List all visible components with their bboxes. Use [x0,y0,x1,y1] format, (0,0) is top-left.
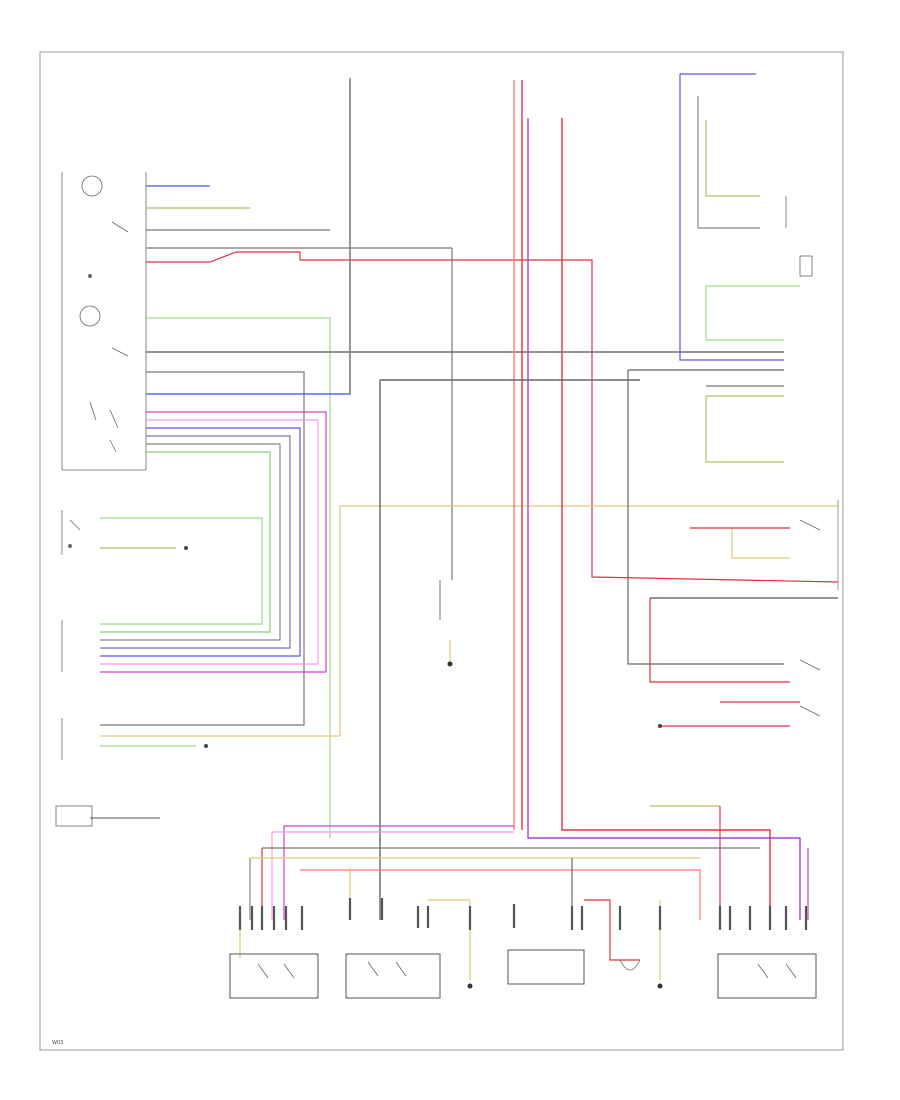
temp-sensor-icon [81,175,103,197]
right-side-wires [627,73,838,920]
control-unit-box [507,949,585,985]
bottom-connectors [238,898,808,930]
climate-control-panel [61,172,147,471]
bottom-bus [239,825,809,980]
front-seat-module-left [229,953,319,999]
panel-wires [90,80,839,838]
indicator-lamp-icon [79,305,101,327]
ground-icon-left [467,983,473,989]
ground-icon [447,661,453,667]
top-fuse-feeds [349,78,801,920]
ground-icon-right [657,983,663,989]
switch-icon [111,221,129,233]
bottom-modules [229,949,817,999]
right-components [658,196,839,728]
switch-icon-3 [89,401,119,429]
center-switch-module [345,953,441,999]
left-components [55,510,208,827]
front-seat-module-right [717,953,817,999]
figure-code: W03 [52,1040,63,1046]
switch-icon-2 [111,347,129,357]
ground-point [439,580,453,667]
diagram-frame [39,51,844,1051]
